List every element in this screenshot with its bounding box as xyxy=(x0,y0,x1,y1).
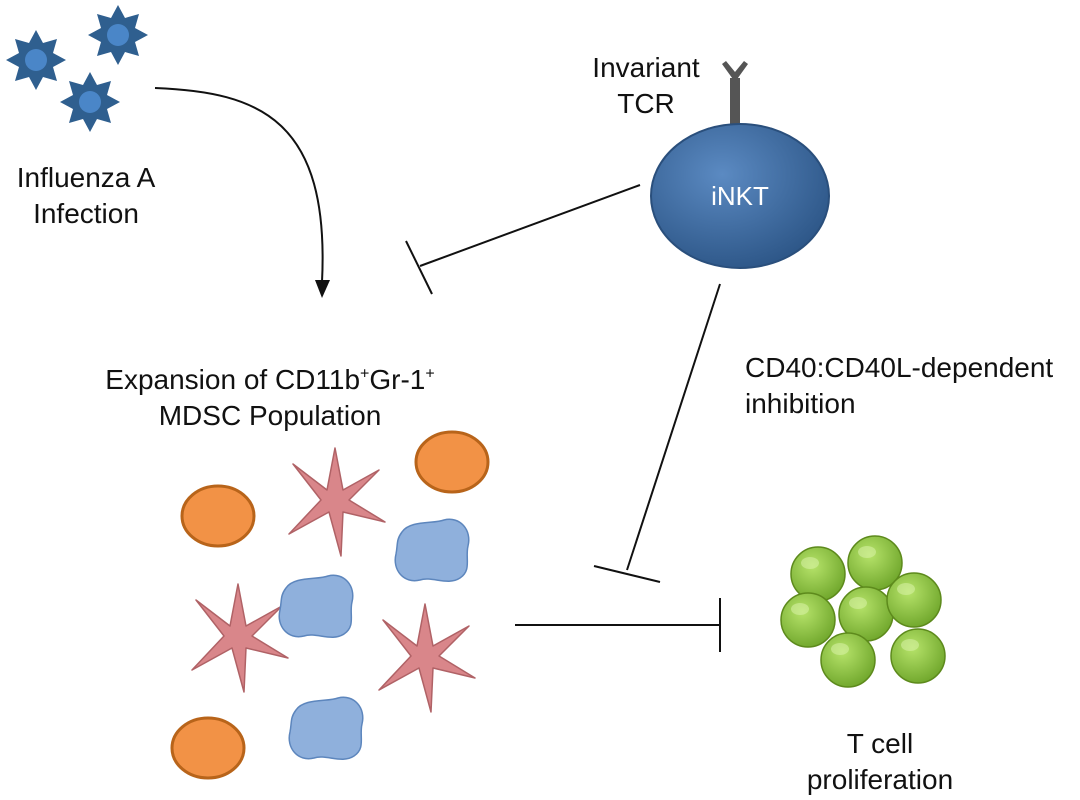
inkt-label: iNKT xyxy=(711,181,769,211)
tcr-label-line2: TCR xyxy=(617,88,675,119)
mdsc-orange-cell xyxy=(180,484,256,548)
virus-icon xyxy=(6,30,66,90)
cd40-label: CD40:CD40L-dependent inhibition xyxy=(745,350,1075,422)
inkt-cell xyxy=(650,123,830,269)
virus-icon xyxy=(88,5,148,65)
arrow-head xyxy=(315,280,330,298)
virus-icon xyxy=(60,72,120,132)
expansion-text: Expansion of CD11b xyxy=(105,364,361,395)
infection-arrow xyxy=(154,87,324,283)
inhibition-bar-mdsc xyxy=(405,240,433,295)
mdsc-blob-cell xyxy=(288,696,364,760)
tcr-label: Invariant TCR xyxy=(576,50,716,122)
mdsc-label-line2: MDSC Population xyxy=(158,400,382,431)
tcell-label-line1: T cell xyxy=(846,728,914,759)
cd40-label-line1: CD40:CD40L-dependent xyxy=(745,352,1054,383)
influenza-label-line2: Infection xyxy=(33,198,139,229)
influenza-label: Influenza A Infection xyxy=(0,160,172,232)
t-cell-cluster xyxy=(780,535,946,688)
mdsc-orange-cell xyxy=(170,716,246,780)
superscript-plus: + xyxy=(425,365,435,383)
inhibition-bar-cd40 xyxy=(593,565,661,583)
mdsc-star-cell xyxy=(288,447,386,557)
inhibition-line-mdsc xyxy=(419,184,641,267)
inhibition-line-cd40 xyxy=(626,283,721,571)
superscript-plus: + xyxy=(360,365,370,383)
influenza-label-line1: Influenza A xyxy=(16,162,156,193)
tcr-receptor-icon xyxy=(722,61,748,132)
tcr-label-line1: Invariant xyxy=(592,52,700,83)
mdsc-label-line1: Expansion of CD11b+Gr-1+ xyxy=(90,362,450,398)
tcell-label: T cell proliferation xyxy=(780,726,980,798)
cd40-label-line2: inhibition xyxy=(745,388,856,419)
tcell-label-line2: proliferation xyxy=(806,764,954,795)
mdsc-star-cell xyxy=(191,583,289,693)
mdsc-orange-cell xyxy=(414,430,490,494)
mdsc-blob-cell xyxy=(278,574,354,638)
mdsc-star-cell xyxy=(378,603,476,713)
mdsc-blob-cell xyxy=(394,518,470,582)
gr1-text: Gr-1 xyxy=(369,364,426,395)
mdsc-label: Expansion of CD11b+Gr-1+ MDSC Population xyxy=(90,362,450,434)
